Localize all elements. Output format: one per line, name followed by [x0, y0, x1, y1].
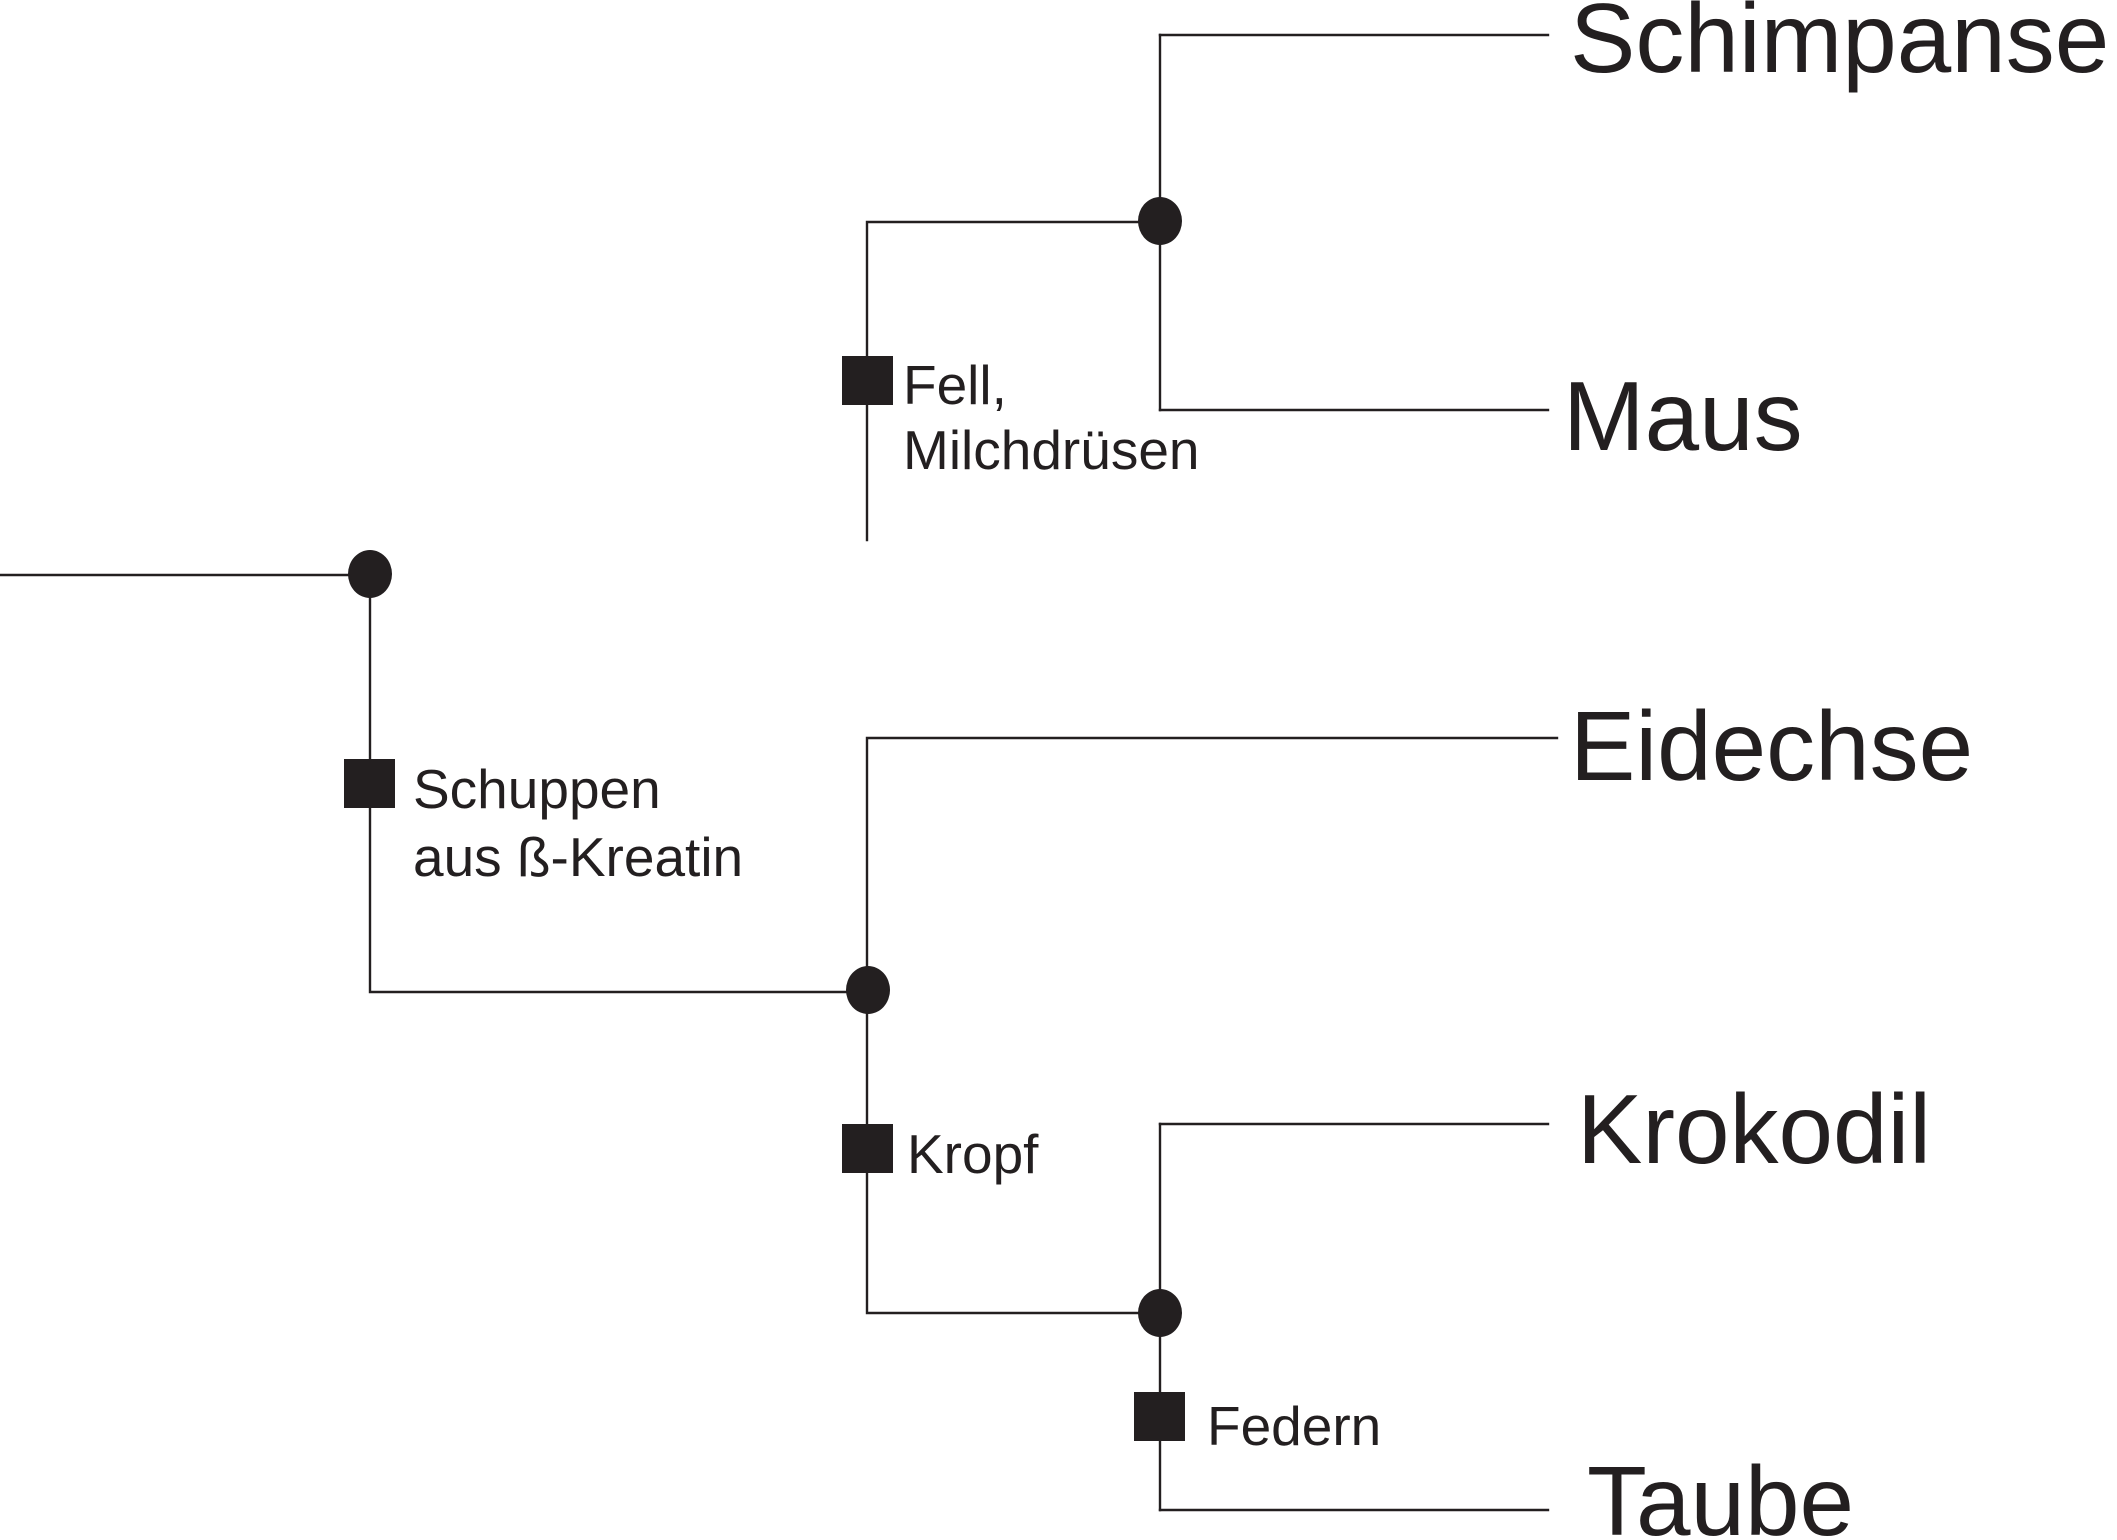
branch-root-to-sauropsida: [368, 573, 869, 994]
node-mammals: [1138, 197, 1182, 245]
trait-label-federn: Federn: [1207, 1395, 1381, 1457]
branch-archosaur-stem: [865, 990, 1162, 1315]
trait-marker-kropf: [842, 1124, 893, 1173]
trait-label-schuppen-line1: Schuppen: [413, 758, 661, 820]
trait-label-fell-line1: Fell,: [903, 354, 1007, 416]
node-root: [348, 550, 392, 598]
taxon-label-maus: Maus: [1563, 361, 1803, 471]
taxon-label-krokodil: Krokodil: [1577, 1074, 1931, 1184]
taxon-label-taube: Taube: [1587, 1446, 1854, 1540]
taxon-label-schimpanse: Schimpanse: [1570, 0, 2109, 93]
trait-marker-fell: [842, 356, 893, 405]
taxon-label-eidechse: Eidechse: [1570, 691, 1973, 801]
trait-marker-federn: [1134, 1392, 1185, 1441]
trait-label-kropf: Kropf: [907, 1123, 1039, 1185]
branch-mammal-stem: [865, 220, 1162, 542]
branch-eidechse: [865, 736, 1559, 994]
trait-label-fell-line2: Milchdrüsen: [903, 419, 1200, 481]
node-archosaurs: [1138, 1289, 1182, 1337]
node-sauropsida: [846, 966, 890, 1014]
trait-marker-schuppen: [344, 759, 395, 808]
trait-label-schuppen-line2: aus ß-Kreatin: [413, 826, 743, 888]
